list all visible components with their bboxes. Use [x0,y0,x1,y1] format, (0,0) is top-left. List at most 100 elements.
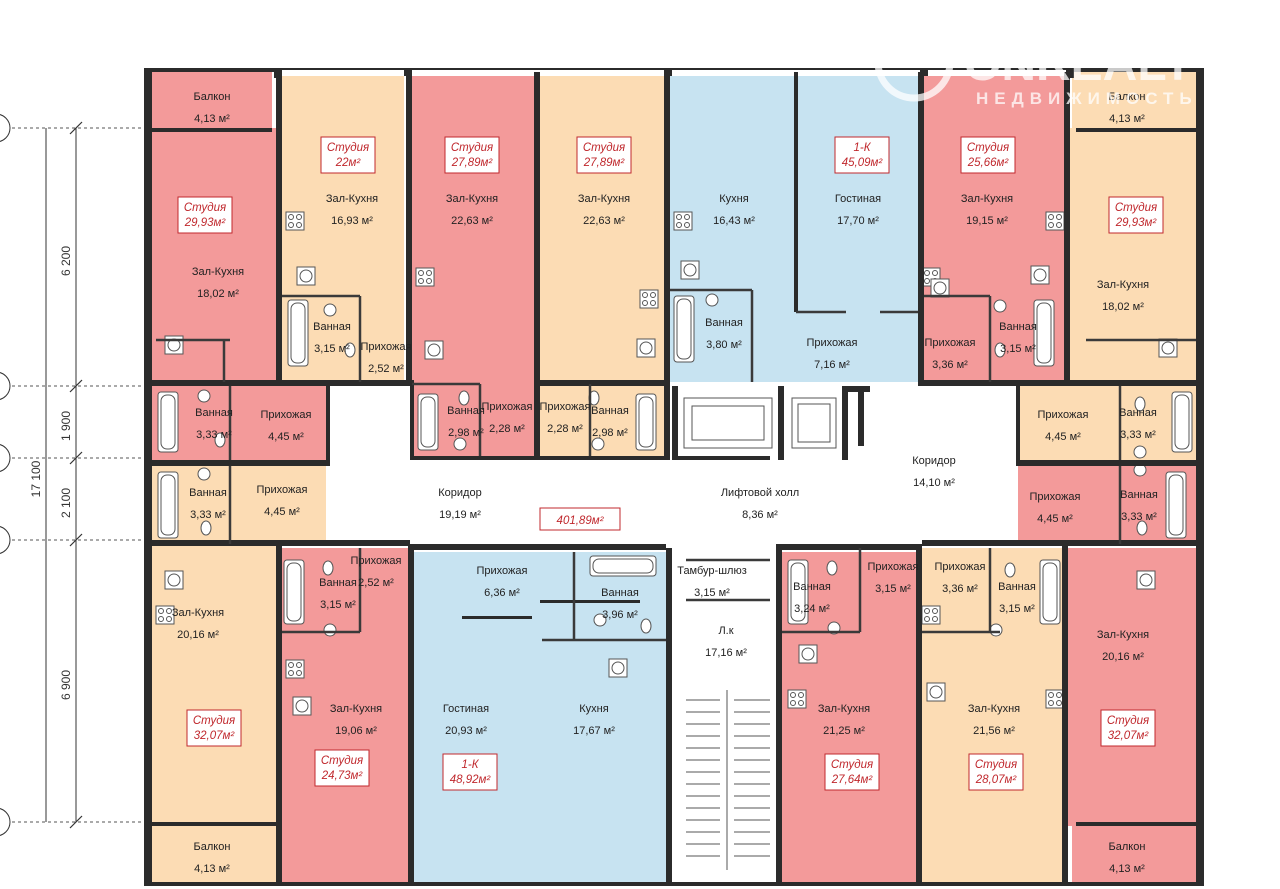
room-area: 3,15 м² [320,599,356,611]
apartment-area: 29,93м² [184,217,227,229]
apartment-area: 29,93м² [1115,217,1158,229]
apartment-area: 27,89м² [583,157,626,169]
room-zone [414,552,666,884]
apartment-tag-box [834,136,890,174]
wall [536,456,670,460]
room-name: Коридор [912,455,955,467]
wall [534,72,540,460]
bathtub-inner [1168,474,1184,536]
room-label-stairs: Л.к17,16 м² [705,625,747,659]
dimension-tick [69,533,83,547]
apartment-tag-apt-1k-48: 1-К48,92м² [442,753,498,791]
sink-icon [989,623,1003,637]
wall [408,544,414,884]
room-name: Прихожая [807,337,858,349]
washer-icon [424,340,444,360]
room-name: Коридор [438,487,481,499]
toilet-icon [994,342,1006,358]
toilet-icon [344,342,356,358]
room-area: 3,15 м² [999,603,1035,615]
bathtub-inner [420,396,436,448]
stove-icon [921,605,941,625]
room-name: Ванная [447,405,485,417]
bathtub-inner [160,474,176,536]
bathtub-icon [287,299,309,367]
room-area: 6,36 м² [484,587,520,599]
room-area: 2,28 м² [547,423,583,435]
stove-icon [285,211,305,231]
room-area: 4,45 м² [268,431,304,443]
room-name: Л.к [718,625,733,637]
bathtub-icon [417,393,439,451]
room-area: 3,96 м² [602,609,638,621]
room-area: 8,36 м² [742,509,778,521]
room-area: 20,16 м² [177,629,219,641]
room-label-hall-kitchen-r1: Зал-Кухня 18,02 м² [1097,279,1149,313]
watermark-sub: НЕДВИЖИМОСТЬ [976,89,1198,108]
room-name: Ванная [195,407,233,419]
stove-icon [639,289,659,309]
room-label-bath-1k-bot: Ванная 3,96 м² [601,587,639,621]
wall [144,68,274,72]
room-area: 3,80 м² [706,339,742,351]
apartment-area: 32,07м² [1108,730,1150,742]
room-name: Балкон [1109,91,1146,103]
room-area: 20,16 м² [1102,651,1144,663]
bathtub-icon [787,559,809,625]
dimension-tick [69,451,83,465]
room-name: Зал-Кухня [578,193,630,205]
washer-icon [1136,570,1156,590]
apartment-type: Студия [451,142,493,154]
room-zone [150,72,272,128]
room-name: Зал-Кухня [446,193,498,205]
toilet-icon [200,520,212,536]
apartment-area: 27,64м² [831,774,874,786]
room-area: 2,52 м² [358,577,394,589]
apartment-type: Студия [975,759,1017,771]
wall [462,616,532,619]
elevator-cabin [797,403,831,443]
room-zone [150,544,276,822]
washer-icon [680,260,700,280]
room-name: Ванная [601,587,639,599]
stove-icon [155,605,175,625]
room-area: 3,15 м² [694,587,730,599]
room-zone [922,548,1062,884]
bathtub-inner [676,298,692,360]
sink-icon [593,613,607,627]
sink-icon [453,437,467,451]
room-name: Зал-Кухня [1097,279,1149,291]
wall [1016,386,1020,466]
room-area: 19,19 м² [439,509,481,521]
room-area: 3,15 м² [875,583,911,595]
stove-icon [285,659,305,679]
apartment-type: Студия [1107,715,1149,727]
room-area: 7,16 м² [814,359,850,371]
room-area: 18,02 м² [1102,301,1144,313]
watermark-brand: ONREALT [964,38,1192,91]
wall [274,68,1074,70]
room-area: 3,33 м² [190,509,226,521]
room-name: Ванная [1119,407,1157,419]
room-name: Балкон [194,91,231,103]
